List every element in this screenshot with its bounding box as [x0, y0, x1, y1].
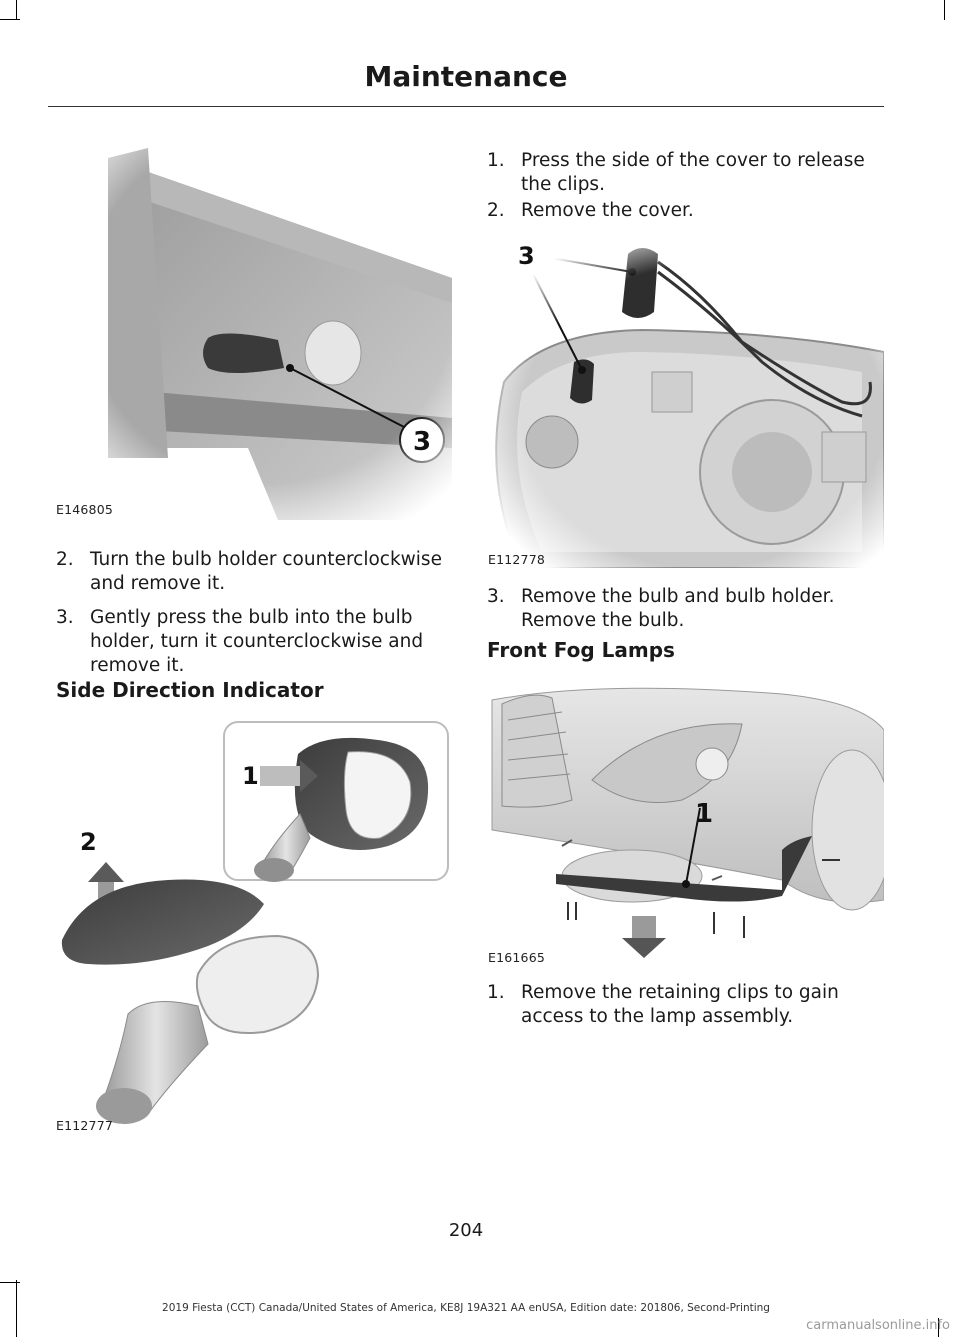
- section-heading-front-fog-lamps: Front Fog Lamps: [487, 638, 675, 662]
- figure-bulb-holder: 3 E146805: [48, 128, 452, 520]
- figure-fog-lamp: 1 E161665: [482, 680, 884, 970]
- figure-id: E146805: [56, 502, 114, 517]
- step-text: Remove the retaining clips to gain acces…: [521, 982, 839, 1027]
- callout-1: 1: [695, 799, 713, 829]
- callout-2: 2: [80, 828, 97, 856]
- watermark-text: carmanualsonline.info: [806, 1318, 950, 1333]
- step-text: Remove the cover.: [521, 200, 694, 221]
- crop-mark-top-right-v: [944, 0, 945, 20]
- step-item: 2. Remove the cover.: [487, 199, 881, 223]
- page-number: 204: [448, 1220, 484, 1241]
- step-number: 2.: [487, 200, 505, 221]
- callout-3: 3: [413, 427, 431, 457]
- crop-mark-bottom-left-h: [0, 1282, 20, 1283]
- step-item: 3. Gently press the bulb into the bulb h…: [56, 606, 436, 678]
- figure-id: E161665: [488, 950, 546, 965]
- figure-headlamp-bulb: 3 E112778: [482, 232, 884, 568]
- step-text: Press the side of the cover to release t…: [521, 150, 865, 195]
- step-text: Remove the bulb and bulb holder. Remove …: [521, 586, 835, 631]
- step-number: 1.: [487, 150, 505, 171]
- bulb-holder-illustration: 3: [48, 128, 452, 520]
- figure-mirror: 1 2 E112777: [48, 714, 452, 1134]
- step-item: 2. Turn the bulb holder counterclockwise…: [56, 548, 450, 596]
- crop-mark-bottom-right-v: [938, 1318, 939, 1337]
- step-text: Gently press the bulb into the bulb hold…: [90, 607, 424, 676]
- callout-1: 1: [242, 762, 259, 790]
- step-number: 1.: [487, 982, 505, 1003]
- figure-id: E112778: [488, 552, 546, 567]
- header-divider: [48, 106, 884, 107]
- crop-mark-top-left-v: [16, 0, 17, 20]
- mirror-illustration: 1 2: [61, 721, 449, 1124]
- section-heading-side-direction: Side Direction Indicator: [56, 678, 324, 702]
- footer-edition-text: 2019 Fiesta (CCT) Canada/United States o…: [162, 1302, 770, 1314]
- step-item: 1. Remove the retaining clips to gain ac…: [487, 981, 881, 1029]
- step-number: 3.: [487, 586, 505, 607]
- crop-mark-top-left-h: [0, 19, 20, 20]
- crop-mark-bottom-left-v: [16, 1280, 17, 1337]
- step-number: 3.: [56, 607, 74, 628]
- step-text: Turn the bulb holder counterclockwise an…: [90, 549, 442, 594]
- step-number: 2.: [56, 549, 74, 570]
- figure-id: E112777: [56, 1118, 114, 1133]
- callout-3: 3: [518, 242, 535, 270]
- step-item: 3. Remove the bulb and bulb holder. Remo…: [487, 585, 881, 633]
- fog-lamp-illustration: 1: [482, 680, 884, 970]
- headlamp-illustration: 3: [482, 232, 884, 568]
- page-title: Maintenance: [364, 60, 568, 93]
- step-item: 1. Press the side of the cover to releas…: [487, 149, 881, 197]
